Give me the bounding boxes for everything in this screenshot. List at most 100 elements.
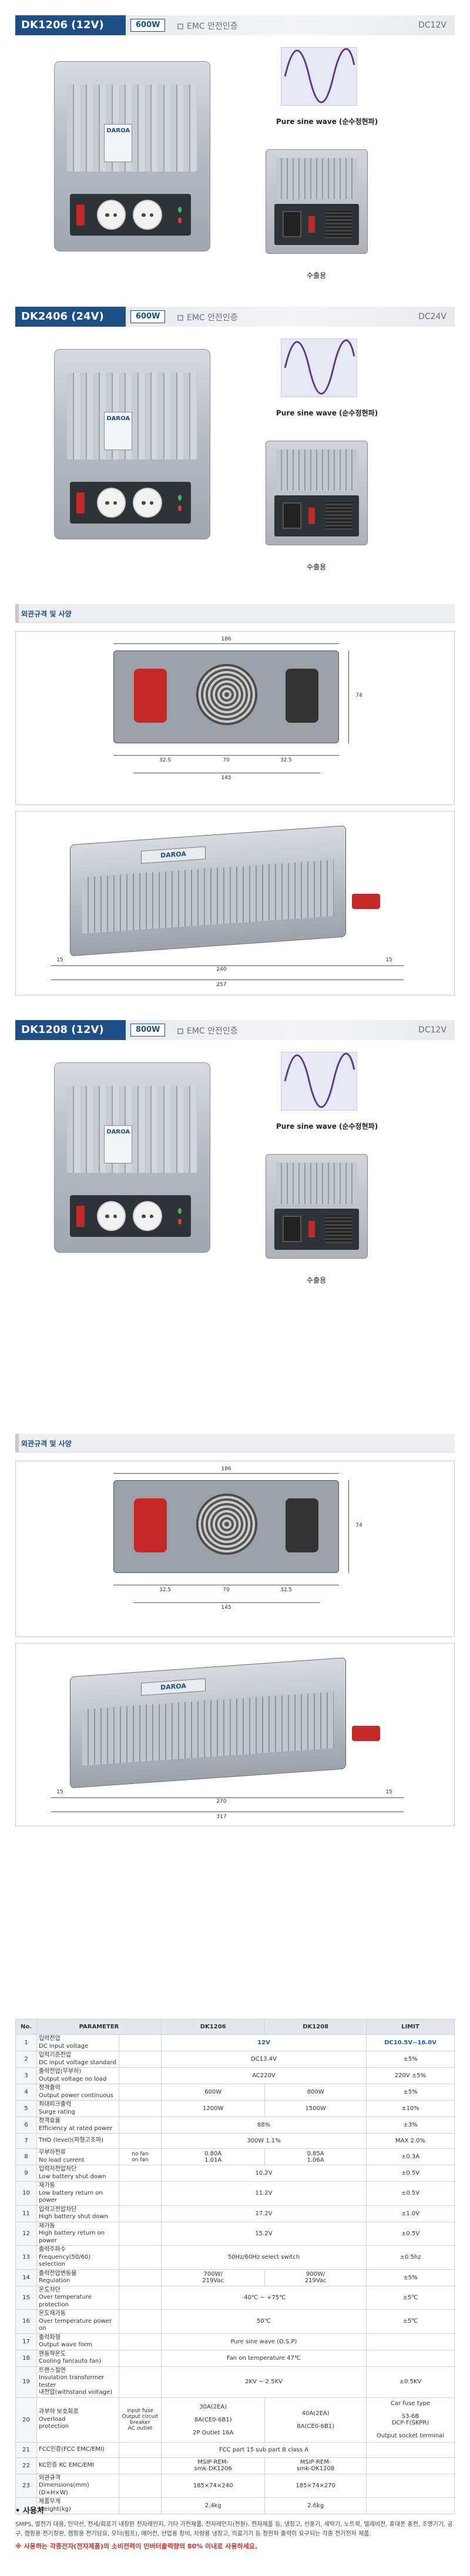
- outlet-icon: [96, 200, 126, 230]
- cell-value: Fan on temperature 47℃: [161, 2349, 367, 2367]
- cell-parameter: 출력파형 Output wave form: [36, 2333, 119, 2350]
- cell-limit: ±5%: [366, 2084, 455, 2101]
- led-icon: [177, 1208, 182, 1214]
- cell-limit: ±0.5hz: [366, 2245, 455, 2270]
- cell-parameter: THD (Ievel)(파형고조파): [36, 2133, 119, 2149]
- cell-sub-parameter: [119, 2245, 162, 2270]
- fan-grill-icon: [325, 1215, 352, 1244]
- power-switch-icon: [308, 1220, 315, 1237]
- dim-d1: 32.5: [159, 1587, 172, 1593]
- inverter-top-view: DAROA: [54, 1062, 210, 1253]
- cell-value: 300W 1.1%: [161, 2133, 367, 2149]
- outlet-icon: [96, 1201, 126, 1232]
- outlet-icon: [133, 200, 162, 230]
- cell-sub-parameter: [119, 2205, 162, 2222]
- dim-line: [51, 965, 404, 966]
- cell-parameter: 재가동 High battery return on power: [36, 2221, 119, 2246]
- col-header: PARAMETER: [36, 2019, 162, 2035]
- cell-no: 11: [15, 2205, 37, 2222]
- voltage-label: DC12V: [418, 21, 446, 30]
- cable-clamp-icon: [352, 1726, 380, 1741]
- cell-sub-parameter: [119, 2333, 162, 2350]
- cell-value: AC220V: [161, 2067, 367, 2084]
- cell-value-dk1206: 1200W: [160, 2100, 266, 2117]
- cell-sub-parameter: [119, 2165, 162, 2182]
- cell-limit: [366, 2473, 455, 2498]
- watt-badge: 600W: [130, 310, 166, 323]
- sine-wave-icon: [281, 47, 357, 106]
- cell-value: Pure sine wave (D.S.P): [161, 2333, 367, 2350]
- cell-parameter: KC인증 KC EMC/EMI: [36, 2457, 119, 2474]
- heatsink-ribs: [276, 1163, 357, 1205]
- watt-badge: 600W: [130, 19, 166, 32]
- cell-value-dk1208: 900W/ 219Vac: [264, 2269, 367, 2286]
- cell-parameter: 출력전압(무부하) Output voltage no load: [36, 2067, 119, 2084]
- cell-sub-parameter: [119, 2497, 162, 2514]
- cell-no: 18: [15, 2349, 37, 2367]
- brand-label: DAROA: [104, 124, 132, 162]
- inverter-side-drawing: DAROA: [70, 825, 346, 957]
- watt-badge: 800W: [130, 1024, 166, 1037]
- inverter-export-view: [266, 441, 368, 545]
- cell-value: 50℃: [161, 2309, 367, 2334]
- voltage-label: DC24V: [418, 312, 446, 321]
- cell-sub-parameter: [119, 2084, 162, 2101]
- cell-sub-parameter: [119, 2067, 162, 2084]
- cell-value-dk1206: 2.4kg: [160, 2497, 266, 2514]
- heatsink-ribs: [276, 450, 357, 491]
- cell-no: 5: [15, 2100, 37, 2117]
- cell-value-dk1206: 700W/ 219Vac: [160, 2269, 266, 2286]
- cell-no: 17: [15, 2333, 37, 2350]
- cell-value-dk1208: 185×74×270: [264, 2473, 367, 2498]
- cell-parameter: 온도재가동 Over temperature power on: [36, 2309, 119, 2334]
- emc-text: EMC 안전인증: [187, 22, 238, 31]
- inverter-export-view: [266, 1154, 368, 1259]
- fan-icon: [196, 1494, 257, 1555]
- wave-caption: Pure sine wave (순수정현파): [276, 409, 378, 417]
- cell-limit: Car fuse type S3-6B DCP-F(SKPR) Output s…: [366, 2397, 455, 2443]
- emc-label: EMC 안전인증: [177, 311, 238, 323]
- cell-parameter: FCC인증(FCC EMC/EMI): [36, 2441, 119, 2458]
- heatsink-ribs: [67, 372, 197, 459]
- cell-limit: [366, 2349, 455, 2367]
- cell-sub-parameter: [119, 2269, 162, 2286]
- cell-no: 3: [15, 2067, 37, 2084]
- cell-no: [15, 2497, 37, 2514]
- outlet-icon: [96, 488, 126, 518]
- export-caption: 수출용: [307, 271, 327, 280]
- cell-sub-parameter: [119, 2051, 162, 2068]
- cell-sub-parameter: [119, 2034, 162, 2051]
- export-face: [274, 203, 360, 245]
- spec-section-title: 외관규격 및 사양: [21, 1440, 72, 1448]
- cell-parameter: 과부하 보호회로 Overload protection: [36, 2397, 119, 2443]
- usage-warning: ※ 사용하는 각종전자(전자제품)의 소비전력이 인버터출력량의 80% 이내로…: [15, 2543, 258, 2550]
- cell-parameter: 입력전압 DC input voltage: [36, 2034, 119, 2051]
- header-bar: [126, 1020, 455, 1040]
- header-accent: [15, 1434, 19, 1453]
- dimension-side-view: DAROA 15 270 15 317: [15, 1643, 455, 1826]
- dim-base: 145: [221, 1605, 231, 1611]
- col-header: No.: [15, 2019, 37, 2035]
- cell-limit: DC10.5V~16.0V: [366, 2034, 455, 2051]
- voltage-label: DC12V: [418, 1025, 446, 1035]
- cell-value: 15.2V: [161, 2221, 367, 2246]
- cell-no: 8: [15, 2148, 37, 2165]
- cell-value: 88%: [161, 2117, 367, 2134]
- cell-limit: [366, 2441, 455, 2458]
- cell-no: 23: [15, 2473, 37, 2498]
- header-bar: [126, 15, 455, 35]
- cell-sub-parameter: [119, 2349, 162, 2367]
- dim-line: [348, 650, 349, 743]
- cell-limit: ±5%: [366, 2051, 455, 2068]
- product-header-3: DK1208 (12V) 800W EMC 안전인증 DC12V: [15, 1020, 455, 1040]
- product-header-1: DK1206 (12V) 600W EMC 안전인증 DC12V: [15, 15, 455, 35]
- cell-limit: ±0.5KV: [366, 2366, 455, 2398]
